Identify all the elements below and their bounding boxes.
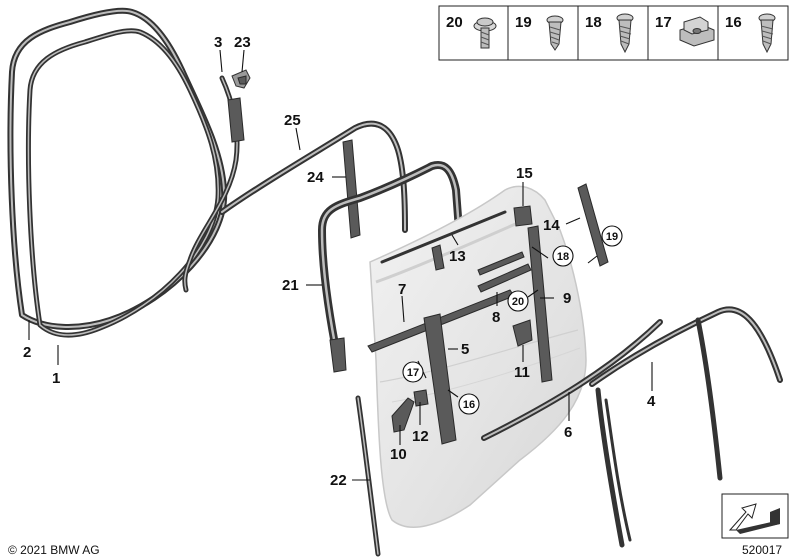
- window-frame-seal: [318, 161, 466, 373]
- callout-9: 9: [563, 290, 571, 307]
- legend-label-18: 18: [585, 14, 602, 31]
- clip-nut-icon: [679, 16, 715, 47]
- self-tapping-screw-icon: [758, 13, 776, 54]
- callout-labels: 2 1 3 23 25 24 21 22 7 5 8 13 15 14 9 11…: [23, 34, 656, 489]
- callout-22: 22: [330, 472, 347, 489]
- door-seal-outer: [7, 7, 228, 330]
- callout-3: 3: [214, 34, 222, 51]
- circled-callout-20: 20: [507, 290, 529, 312]
- callout-7: 7: [398, 281, 406, 298]
- callout-23: 23: [234, 34, 251, 51]
- circled-callout-19: 19: [601, 225, 623, 247]
- callout-15: 15: [516, 165, 533, 182]
- legend-label-19: 19: [515, 14, 532, 31]
- bracket-15: [513, 205, 533, 227]
- bracket-11: [512, 319, 533, 347]
- callout-10: 10: [390, 446, 407, 463]
- pillar-seal-strip: [182, 75, 245, 293]
- legend-label-17: 17: [655, 14, 672, 31]
- screw-icon: [546, 15, 564, 51]
- callout-8: 8: [492, 309, 500, 326]
- belt-strip-short: [477, 251, 532, 293]
- callout-2: 2: [23, 344, 31, 361]
- callout-14: 14: [543, 217, 560, 234]
- rear-door-panel: [369, 185, 587, 528]
- flange-screw-icon: [473, 17, 497, 49]
- callout-12: 12: [412, 428, 429, 445]
- callout-24: 24: [307, 169, 324, 186]
- svg-text:19: 19: [606, 231, 618, 243]
- orientation-symbol: [721, 493, 789, 539]
- lower-trim-12: [413, 389, 429, 407]
- copyright-text: © 2021 BMW AG: [8, 543, 100, 557]
- rocker-seal: [481, 319, 663, 441]
- svg-text:17: 17: [407, 367, 419, 379]
- svg-text:20: 20: [512, 296, 524, 308]
- circled-callout-16: 16: [458, 393, 480, 415]
- upright-trim-24: [342, 139, 361, 239]
- leader-lines: [28, 49, 653, 481]
- callout-5: 5: [461, 341, 469, 358]
- circled-callout-18: 18: [552, 245, 574, 267]
- legend-label-16: 16: [725, 14, 742, 31]
- callout-4: 4: [647, 393, 656, 410]
- legend-label-20: 20: [446, 14, 463, 31]
- svg-text:18: 18: [557, 251, 569, 263]
- door-seal-inner: [25, 28, 221, 338]
- callout-21: 21: [282, 277, 299, 294]
- corner-trim-14: [577, 183, 609, 267]
- door-frame-seal: [589, 306, 783, 548]
- vertical-seal-22: [355, 395, 381, 557]
- b-pillar-cover: [423, 313, 457, 445]
- callout-6: 6: [564, 424, 572, 441]
- diagram-number: 520017: [742, 543, 782, 557]
- svg-text:16: 16: [463, 399, 475, 411]
- rear-pillar-trim: [527, 225, 553, 383]
- callout-1: 1: [52, 370, 60, 387]
- self-tapping-screw-icon: [616, 13, 634, 54]
- lower-trim-10: [391, 397, 415, 433]
- circled-callout-17: 17: [402, 361, 424, 383]
- fastener-legend: 20 19 18 17 16: [438, 5, 789, 61]
- callout-11: 11: [514, 364, 530, 381]
- callout-13: 13: [449, 248, 466, 265]
- window-channel-13: [380, 210, 507, 271]
- small-clip-part: [231, 69, 251, 89]
- callout-25: 25: [284, 112, 301, 129]
